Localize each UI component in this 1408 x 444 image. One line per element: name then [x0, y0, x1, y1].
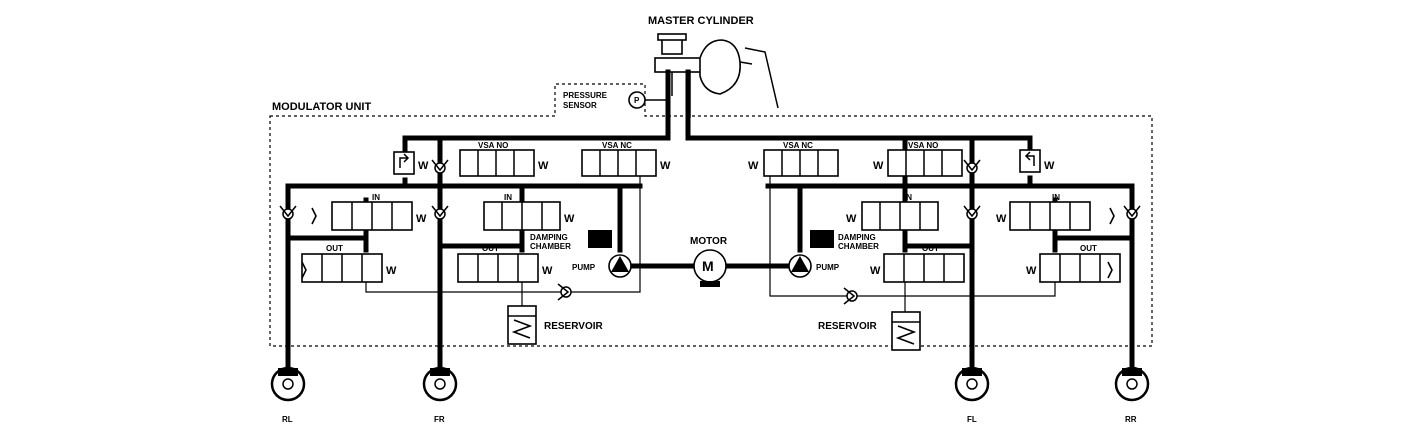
- out-valve-fr: [457, 253, 539, 283]
- pump-left-icon: [608, 254, 632, 278]
- spring-w-9: W: [846, 213, 857, 225]
- spring-w-11: W: [386, 265, 397, 277]
- spring-w-3: W: [660, 160, 671, 172]
- out-valve-rr: [1039, 253, 1121, 283]
- wheel-label-fl: FL: [967, 415, 977, 424]
- spring-w-8: W: [564, 213, 575, 225]
- in-valve-fl: [861, 201, 939, 231]
- wheel-brake-rr-icon: [1114, 366, 1150, 402]
- in-label-rl: IN: [372, 193, 380, 202]
- in-valve-rr: [1009, 201, 1091, 231]
- motor-icon: [693, 249, 727, 287]
- pump-label-left: PUMP: [572, 263, 596, 272]
- spring-w-1: W: [418, 160, 429, 172]
- pressure-sensor-icon: [628, 91, 668, 109]
- wheel-label-rl: RL: [282, 415, 293, 424]
- in-label-fl: IN: [904, 193, 912, 202]
- wheel-label-rr: RR: [1125, 415, 1137, 424]
- out-label-rr: OUT: [1080, 244, 1097, 253]
- out-valve-fl: [883, 253, 965, 283]
- return-lines: [365, 170, 1056, 312]
- vsa-no-valve-right: [887, 149, 963, 177]
- relief-valve-left: [393, 151, 415, 175]
- spring-w-12: W: [542, 265, 553, 277]
- vsa-no-valve-left: [459, 149, 535, 177]
- vsa-no-label-left: VSA NO: [478, 141, 508, 150]
- in-label-fr: IN: [504, 193, 512, 202]
- spring-w-6: W: [1044, 160, 1055, 172]
- spring-w-10: W: [996, 213, 1007, 225]
- in-label-rr: IN: [1052, 193, 1060, 202]
- out-label-fl: OUT: [922, 244, 939, 253]
- reservoir-label-left: RESERVOIR: [544, 321, 603, 332]
- master-cylinder-label: MASTER CYLINDER: [648, 15, 754, 27]
- out-label-fr: OUT: [482, 244, 499, 253]
- pump-right-icon: [788, 254, 812, 278]
- vsa-nc-label-left: VSA NC: [602, 141, 632, 150]
- in-valve-fr: [483, 201, 561, 231]
- reservoir-left-icon: [507, 305, 537, 345]
- solenoid-coil-icons: [301, 207, 1115, 279]
- brake-lines: [285, 69, 1135, 373]
- spring-w-14: W: [1026, 265, 1037, 277]
- reservoir-label-right: RESERVOIR: [818, 321, 877, 332]
- spring-w-5: W: [873, 160, 884, 172]
- modulator-unit-boundary: [269, 83, 1153, 347]
- master-cylinder: [654, 33, 779, 118]
- damping-label-right-2: CHAMBER: [838, 242, 879, 251]
- vsa-nc-valve-left: [581, 149, 657, 177]
- spring-w-13: W: [870, 265, 881, 277]
- out-label-rl: OUT: [326, 244, 343, 253]
- spring-w-4: W: [748, 160, 759, 172]
- spring-w-7: W: [416, 213, 427, 225]
- motor-symbol: M: [702, 258, 714, 274]
- reservoir-right-icon: [891, 311, 921, 351]
- wheel-brake-rl-icon: [270, 366, 306, 402]
- vsa-nc-label-right: VSA NC: [783, 141, 813, 150]
- in-valve-rl: [331, 201, 413, 231]
- pressure-sensor-label-1: PRESSURE: [563, 91, 608, 100]
- damping-label-left-1: DAMPING: [530, 233, 568, 242]
- vsa-no-label-right: VSA NO: [908, 141, 938, 150]
- wheel-brake-fl-icon: [954, 366, 990, 402]
- relief-valve-right: [1019, 149, 1041, 173]
- damping-label-right-1: DAMPING: [838, 233, 876, 242]
- modulator-unit-label: MODULATOR UNIT: [272, 101, 371, 113]
- wheel-brake-fr-icon: [422, 366, 458, 402]
- out-valve-rl: [301, 253, 383, 283]
- motor-label: MOTOR: [690, 236, 728, 247]
- damping-chamber-left: [588, 230, 612, 248]
- pressure-sensor-symbol: P: [634, 96, 640, 105]
- spring-w-2: W: [538, 160, 549, 172]
- pump-label-right: PUMP: [816, 263, 840, 272]
- damping-label-left-2: CHAMBER: [530, 242, 571, 251]
- wheel-label-fr: FR: [434, 415, 445, 424]
- check-valves: [279, 159, 1141, 305]
- damping-chamber-right: [810, 230, 834, 248]
- pressure-sensor-label-2: SENSOR: [563, 101, 597, 110]
- vsa-nc-valve-right: [763, 149, 839, 177]
